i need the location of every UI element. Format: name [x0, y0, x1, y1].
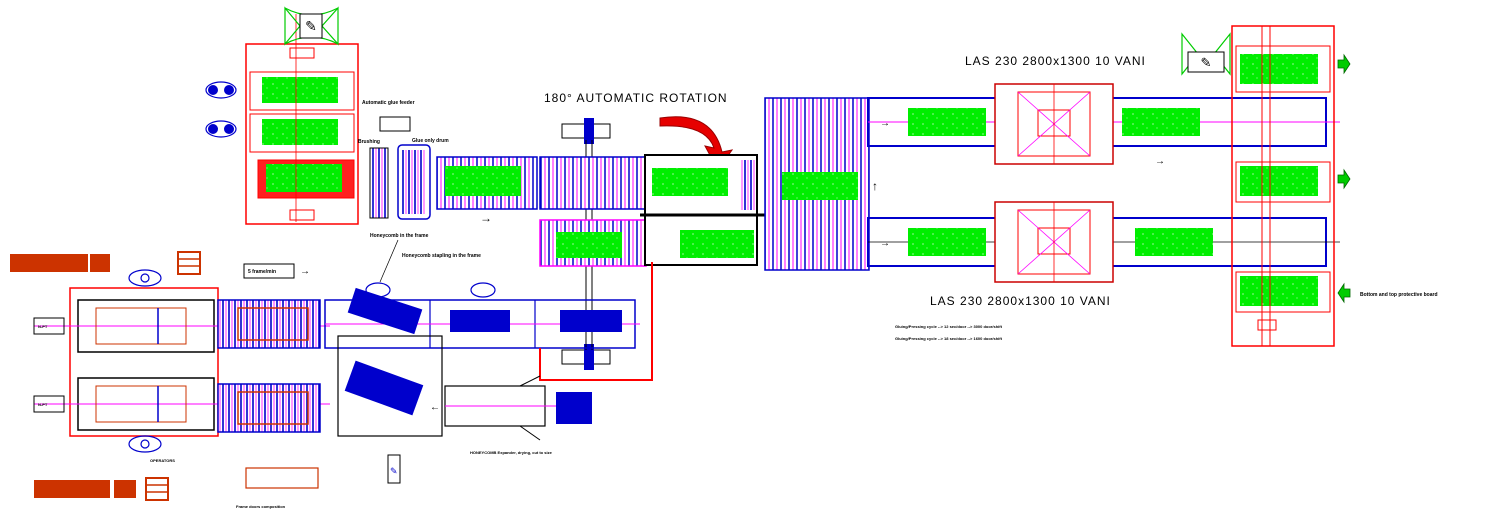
- eye-icon: [128, 269, 162, 453]
- svg-text:→: →: [1155, 156, 1165, 167]
- glue-feeder-label: Automatic glue feeder: [362, 100, 415, 106]
- svg-text:→: →: [480, 211, 492, 225]
- transfer-conveyor: ↑: [764, 97, 878, 271]
- outfeed-stacker: [1231, 25, 1335, 347]
- svg-text:↑: ↑: [872, 179, 878, 193]
- frame-conveyors: [217, 299, 321, 489]
- protective-board-label: Bottom and top protective board: [1360, 292, 1438, 298]
- frames-min-label: 5 frame/min: [248, 269, 276, 275]
- infeed-tower: [245, 14, 359, 225]
- svg-text:→: →: [880, 238, 890, 249]
- press-bottom-label: LAS 230 2800x1300 10 VANI: [930, 294, 1111, 308]
- cycle-2-label: Gluing/Pressing cycle --> 18 sec/door --…: [895, 336, 1003, 341]
- svg-text:→: →: [300, 266, 310, 277]
- cycle-1-label: Gluing/Pressing cycle --> 12 sec/door --…: [895, 324, 1003, 329]
- honeycomb-stapling-label: Honeycomb stapling in the frame: [402, 253, 481, 259]
- honeycomb-expander-label: HONEYCOMB Expander, drying, cut to size: [470, 450, 553, 455]
- operator-station-right: ✎: [1181, 32, 1231, 76]
- rotation-station: [539, 154, 765, 267]
- svg-text:✎: ✎: [390, 466, 398, 476]
- brushing-label: Brushing: [358, 139, 380, 145]
- frame-composition-label: Frame doors composition: [236, 504, 286, 509]
- wrench-icon: ✎: [1201, 55, 1212, 70]
- glue-drum-label: Glue only drum: [412, 138, 449, 144]
- stapling-line: [324, 287, 640, 349]
- material-stacks: [10, 251, 201, 501]
- green-arrow-icon: [1337, 53, 1351, 304]
- honeycomb-frame-label: Honeycomb in the frame: [370, 233, 429, 239]
- eye-icon: [365, 282, 496, 298]
- press-line-top: → →: [867, 83, 1340, 167]
- rotation-label: 180° AUTOMATIC ROTATION: [544, 91, 728, 105]
- honeycomb-expander: ←: [337, 335, 592, 441]
- svg-text:→: →: [880, 118, 890, 129]
- station-a-label: N-PT: [38, 324, 48, 329]
- eye-icon: [205, 81, 237, 138]
- press-line-bottom: →: [867, 201, 1340, 283]
- glue-section: Automatic glue feeder Glue only drum Bru…: [358, 100, 449, 220]
- operator-station-top: ✎: [284, 6, 339, 46]
- glue-conveyor: →: [436, 156, 538, 225]
- press-top-label: LAS 230 2800x1300 10 VANI: [965, 54, 1146, 68]
- operators-label: OPERATORS: [150, 458, 175, 463]
- wrench-icon: ✎: [305, 18, 317, 34]
- svg-text:←: ←: [430, 402, 440, 413]
- station-b-label: N-PT: [38, 402, 48, 407]
